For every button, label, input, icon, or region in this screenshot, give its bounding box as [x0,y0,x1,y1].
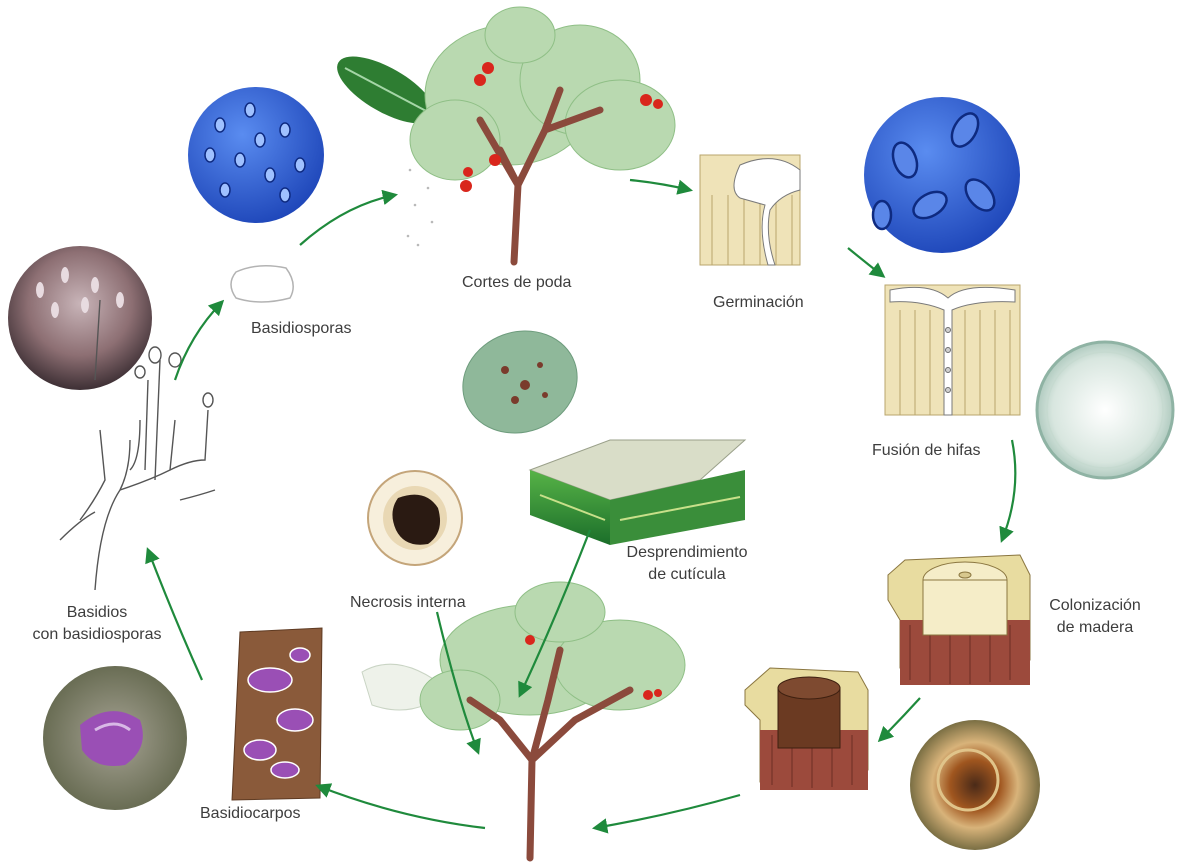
arrow-fusion-to-colonization [1002,440,1015,540]
germination-wood-section [700,155,800,265]
label-wood-colonization: Colonización de madera [1030,595,1160,639]
fruiting-body-bark [232,628,322,800]
wood-cross-section-photo [910,720,1040,850]
fruiting-body-photo [43,666,187,810]
label-cuticle-detachment: Desprendimiento de cutícula [612,542,762,586]
wood-necrosis-section [745,668,868,790]
label-wood-colonization-line2: de madera [1030,617,1160,639]
label-basidiocarps: Basidiocarpos [200,803,301,825]
infected-leaf [448,315,591,449]
top-tree-illustration [327,7,675,262]
basidiospores-micrograph [188,87,324,223]
label-basidia-line2: con basidiosporas [12,624,182,646]
cuticle-detachment-illustration [448,315,745,545]
hyphal-fusion-wood-section [885,285,1020,415]
label-internal-necrosis: Necrosis interna [350,592,466,614]
label-basidia: Basidios con basidiosporas [12,602,182,646]
label-pruning-cuts: Cortes de poda [462,272,571,294]
petri-dish-culture [1037,342,1173,478]
wood-colonization-section [888,555,1030,685]
label-hyphal-fusion: Fusión de hifas [872,440,981,462]
label-wood-colonization-line1: Colonización [1030,595,1160,617]
label-basidia-line1: Basidios [12,602,182,624]
label-germination: Germinación [713,292,804,314]
arrow-basidia-to-spores [175,302,222,380]
bottom-tree-illustration [362,582,685,858]
arrow-colonization-to-necrosis [880,698,920,740]
germination-micrograph [864,97,1020,253]
top-tree-foliage [410,7,675,180]
arrow-tree-to-fruiting-bodies [318,786,485,828]
label-cuticle-detachment-line2: de cutícula [612,564,762,586]
arrow-tree-to-germination [630,180,690,190]
internal-necrosis-drawing [368,471,462,565]
basidiospore-outline [231,266,293,302]
arrow-necrosis-to-tree [595,795,740,828]
arrow-germination-to-fusion [848,248,883,276]
label-basidiospores: Basidiosporas [251,318,352,340]
basidia-photo [8,246,152,390]
arrow-spores-to-tree [300,195,395,245]
label-cuticle-detachment-line1: Desprendimiento [612,542,762,564]
